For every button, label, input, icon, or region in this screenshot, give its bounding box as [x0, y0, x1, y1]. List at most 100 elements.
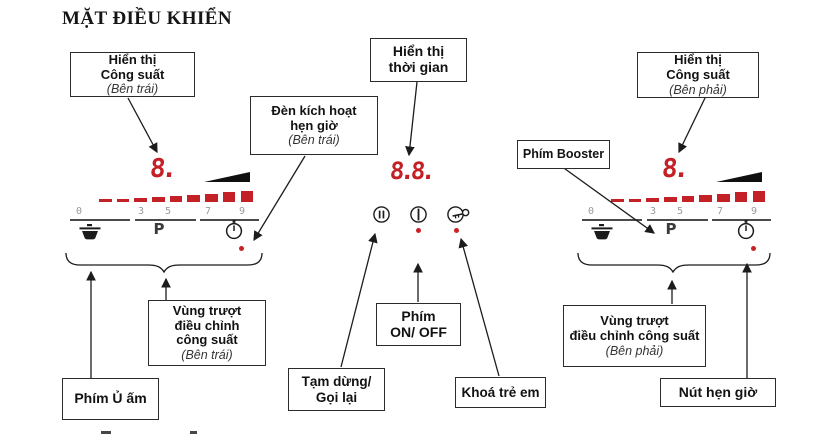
left-timer-indicator-dot: [239, 246, 244, 251]
power-level-bar: [134, 197, 147, 202]
scale-number: 9: [750, 206, 758, 217]
left-power-digit: 8.: [148, 154, 175, 184]
child-lock-indicator-dot: [453, 228, 459, 233]
left-booster-ramp: [204, 172, 250, 182]
callout-keep-warm-key: Phím Ủ ấm: [62, 378, 159, 420]
scale-underline: [200, 219, 259, 221]
callout-line: Công suất: [100, 66, 165, 82]
power-level-bar: [205, 193, 218, 202]
scale-number: 5: [676, 206, 684, 217]
page-crop-artifact: [101, 431, 111, 434]
power-level-bar: [152, 196, 165, 202]
power-level-bar: [222, 192, 236, 202]
scale-number: 9: [238, 206, 246, 217]
callout-line: Khoá trẻ em: [461, 384, 540, 400]
power-level-bar: [752, 190, 765, 202]
power-level-bar: [681, 195, 695, 202]
callout-line: điều chỉnh công suất: [569, 328, 700, 343]
callout-line: ON/ OFF: [390, 323, 447, 340]
right-power-boost-label: P: [665, 220, 677, 238]
callout-line: điều chỉnh: [174, 317, 240, 333]
pause-recall-icon: [372, 205, 391, 229]
power-level-bar: [664, 196, 677, 202]
scale-number: 5: [164, 206, 172, 217]
power-level-bar: [240, 190, 253, 202]
callout-line: Công suất: [666, 67, 730, 82]
callout-note: (Bên phải): [669, 82, 727, 97]
callout-timer-indicator: Đèn kích hoạt hẹn giờ (Bên trái): [250, 96, 378, 155]
callout-line: Vùng trượt: [172, 302, 242, 318]
scale-underline: [647, 219, 708, 221]
callout-left-power-display: Hiển thị Công suất (Bên trái): [70, 52, 195, 97]
arrow-right-power-display: [678, 97, 706, 154]
callout-line: thời gian: [388, 59, 449, 75]
callout-line: Hiển thị: [392, 43, 445, 60]
callout-line: Phím Ủ ấm: [74, 390, 147, 407]
callout-child-lock-key: Khoá trẻ em: [455, 377, 546, 408]
scale-underline: [582, 219, 642, 221]
right-power-digit: 8.: [660, 154, 687, 184]
keep-warm-pot-icon: [78, 224, 102, 245]
callout-line: Nút hẹn giờ: [678, 383, 758, 400]
scale-number: 3: [137, 206, 145, 217]
power-level-bar: [646, 197, 659, 202]
right-power-level-bars: [611, 189, 765, 202]
scale-underline: [70, 219, 130, 221]
arrow-time-display: [405, 81, 418, 157]
scale-number: 7: [716, 206, 724, 217]
scale-number: 0: [587, 206, 595, 217]
child-lock-key-icon: [446, 204, 472, 230]
callout-line: Tạm dừng/: [301, 374, 372, 390]
callout-line: Vùng trượt: [600, 313, 669, 329]
callout-booster-key: Phím Booster: [517, 140, 610, 169]
right-timer-icon: [736, 220, 756, 245]
page-title: MẶT ĐIỀU KHIỂN: [62, 8, 232, 29]
scale-underline: [712, 219, 771, 221]
power-level-bar: [699, 194, 712, 202]
right-timer-indicator-dot: [751, 246, 756, 251]
time-display-digits: 8.8.: [388, 157, 434, 185]
callout-note: (Bên trái): [181, 348, 233, 363]
arrow-pause-recall: [340, 232, 378, 368]
callout-line: công suất: [176, 332, 238, 348]
power-level-bar: [116, 198, 130, 202]
power-level-bar: [734, 192, 748, 202]
callout-pause-recall-key: Tạm dừng/ Gọi lại: [288, 368, 385, 411]
page-crop-artifact: [190, 431, 197, 434]
left-power-boost-label: P: [153, 220, 165, 238]
power-level-bar: [187, 194, 200, 202]
callout-line: hẹn giờ: [290, 117, 338, 133]
callout-note: (Bên phải): [605, 343, 664, 358]
callout-line: Phím: [401, 307, 436, 324]
left-zone-panel: 8. 0 3 5 7 9 P: [68, 150, 264, 262]
callout-note: (Bên trái): [106, 82, 159, 97]
power-level-bar: [169, 195, 183, 202]
callout-line: Đèn kích hoạt: [271, 102, 357, 118]
callout-line: Hiển thị: [108, 51, 157, 67]
left-timer-icon: [224, 220, 244, 245]
keep-warm-pot-icon: [590, 224, 614, 245]
scale-number: 0: [75, 206, 83, 217]
power-level-bar: [717, 193, 730, 202]
callout-on-off-key: Phím ON/ OFF: [376, 303, 461, 346]
scale-number: 7: [204, 206, 212, 217]
callout-time-display: Hiển thị thời gian: [370, 38, 467, 82]
callout-left-slider-zone: Vùng trượt điều chỉnh công suất (Bên trá…: [148, 300, 266, 366]
callout-line: Hiển thị: [674, 52, 722, 68]
arrow-left-power-display: [127, 97, 158, 154]
power-level-bar: [611, 199, 624, 202]
arrow-child-lock: [458, 237, 500, 377]
callout-right-slider-zone: Vùng trượt điều chỉnh công suất (Bên phả…: [563, 305, 706, 367]
callout-right-power-display: Hiển thị Công suất (Bên phải): [637, 52, 759, 98]
on-off-indicator-dot: [415, 228, 421, 233]
scale-underline: [135, 219, 196, 221]
left-power-level-bars: [99, 189, 253, 202]
callout-line: Phím Booster: [522, 147, 605, 162]
callout-note: (Bên trái): [288, 133, 340, 148]
on-off-power-icon: [409, 205, 428, 229]
callout-line: Gọi lại: [315, 389, 358, 405]
power-level-bar: [99, 199, 112, 202]
power-level-bar: [628, 198, 642, 202]
scale-number: 3: [649, 206, 657, 217]
